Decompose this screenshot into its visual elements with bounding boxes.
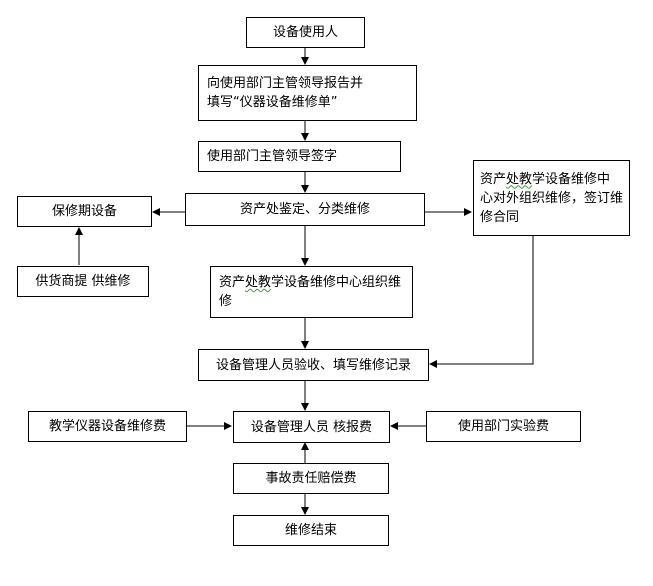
node-repair-complete: 维修结束 [233, 515, 389, 546]
node-supervisor-sign: 使用部门主管领导签字 [198, 141, 401, 172]
node-external-repair: 资产处教学设备维修中心对外组织维修，签订维修合同 [473, 160, 630, 236]
node-supplier-repair-label: 供货商提 供维修 [35, 274, 131, 289]
node-internal-repair-post: 学设备维修中心组织维修 [219, 275, 402, 309]
node-external-repair-post: 学设备维修中心对外组织维修，签订维修合同 [480, 171, 624, 225]
node-acceptance-record: 设备管理人员验收、填写维修记录 [198, 349, 429, 381]
node-asset-assessment-label: 资产处鉴定、分类维修 [239, 202, 370, 217]
node-warranty-equipment: 保修期设备 [17, 196, 152, 227]
node-reimbursement-label: 设备管理人员 核报费 [250, 419, 373, 435]
node-acceptance-record-label: 设备管理人员验收、填写维修记录 [215, 357, 411, 373]
node-internal-repair-mark: 处教 [245, 275, 272, 290]
node-asset-assessment: 资产处鉴定、分类维修 [185, 193, 425, 226]
node-supervisor-sign-label: 使用部门主管领导签字 [207, 149, 338, 164]
edge-external-to-accept [429, 236, 534, 368]
node-department-lab-fee-label: 使用部门实验费 [457, 419, 549, 434]
node-department-lab-fee: 使用部门实验费 [426, 411, 581, 442]
node-teaching-equipment-fee-label: 教学仪器设备维修费 [48, 419, 166, 434]
node-report-line1: 向使用部门主管领导报告并 [207, 76, 364, 91]
node-accident-compensation: 事故责任赔偿费 [233, 463, 389, 494]
node-equipment-user: 设备使用人 [246, 17, 365, 48]
node-internal-repair: 资产处教学设备维修中心组织维修 [210, 266, 413, 318]
node-teaching-equipment-fee: 教学仪器设备维修费 [28, 411, 187, 442]
node-external-repair-mark: 处教 [506, 171, 533, 187]
node-reimbursement: 设备管理人员 核报费 [233, 411, 390, 443]
node-report-to-supervisor: 向使用部门主管领导报告并 填写“仪器设备维修单” [198, 65, 417, 121]
node-external-repair-pre: 资产 [480, 171, 507, 187]
node-equipment-user-label: 设备使用人 [272, 25, 338, 40]
node-internal-repair-pre: 资产 [219, 275, 246, 290]
node-report-line2: 填写“仪器设备维修单” [207, 95, 338, 110]
node-supplier-repair: 供货商提 供维修 [17, 266, 149, 297]
node-warranty-equipment-label: 保修期设备 [51, 204, 117, 219]
node-accident-compensation-label: 事故责任赔偿费 [265, 471, 357, 486]
node-repair-complete-label: 维修结束 [284, 523, 337, 538]
